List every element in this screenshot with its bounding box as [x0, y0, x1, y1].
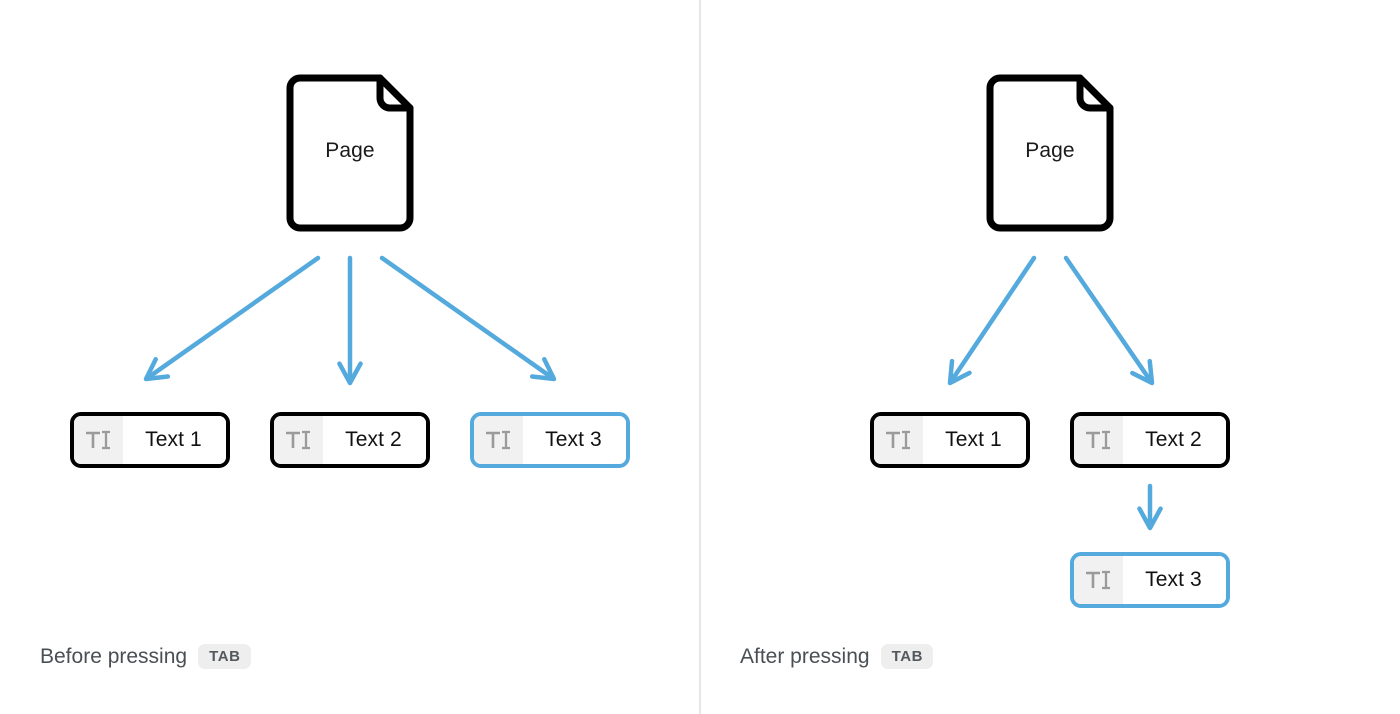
arrow-page-to-t1 — [143, 255, 321, 382]
caption-after-text: After pressing — [740, 644, 870, 668]
page-node-after[interactable]: Page — [986, 74, 1114, 232]
page-node-label: Page — [325, 139, 375, 162]
tab-key-badge: TAB — [880, 644, 934, 669]
arrow-page-to-t1 — [947, 255, 1037, 386]
text-cursor-icon — [474, 416, 523, 464]
text-cursor-icon — [874, 416, 923, 464]
caption-after: After pressing TAB — [740, 644, 934, 669]
text-cursor-icon — [1074, 556, 1123, 604]
text-node-text-2[interactable]: Text 2 — [1070, 412, 1230, 468]
text-node-label: Text 1 — [923, 416, 1026, 464]
text-node-label: Text 2 — [1123, 416, 1226, 464]
text-node-label: Text 2 — [323, 416, 426, 464]
text-node-text-2[interactable]: Text 2 — [270, 412, 430, 468]
text-node-label: Text 1 — [123, 416, 226, 464]
arrow-t2-to-t3 — [1137, 483, 1163, 531]
arrow-page-to-t2 — [1063, 255, 1155, 386]
text-node-text-3[interactable]: Text 3 — [470, 412, 630, 468]
caption-before-text: Before pressing — [40, 644, 188, 668]
page-node-before[interactable]: Page — [286, 74, 414, 232]
text-node-text-3[interactable]: Text 3 — [1070, 552, 1230, 608]
document-icon — [286, 74, 414, 232]
text-node-text-1[interactable]: Text 1 — [70, 412, 230, 468]
arrow-page-to-t3 — [379, 255, 557, 382]
arrow-page-to-t2 — [337, 255, 363, 386]
caption-before: Before pressing TAB — [40, 644, 251, 669]
document-icon — [986, 74, 1114, 232]
text-cursor-icon — [274, 416, 323, 464]
text-node-label: Text 3 — [523, 416, 626, 464]
tab-key-badge: TAB — [198, 644, 251, 669]
text-cursor-icon — [1074, 416, 1123, 464]
page-node-label: Page — [1025, 139, 1075, 162]
text-node-text-1[interactable]: Text 1 — [870, 412, 1030, 468]
text-node-label: Text 3 — [1123, 556, 1226, 604]
panel-divider — [699, 0, 701, 714]
text-cursor-icon — [74, 416, 123, 464]
